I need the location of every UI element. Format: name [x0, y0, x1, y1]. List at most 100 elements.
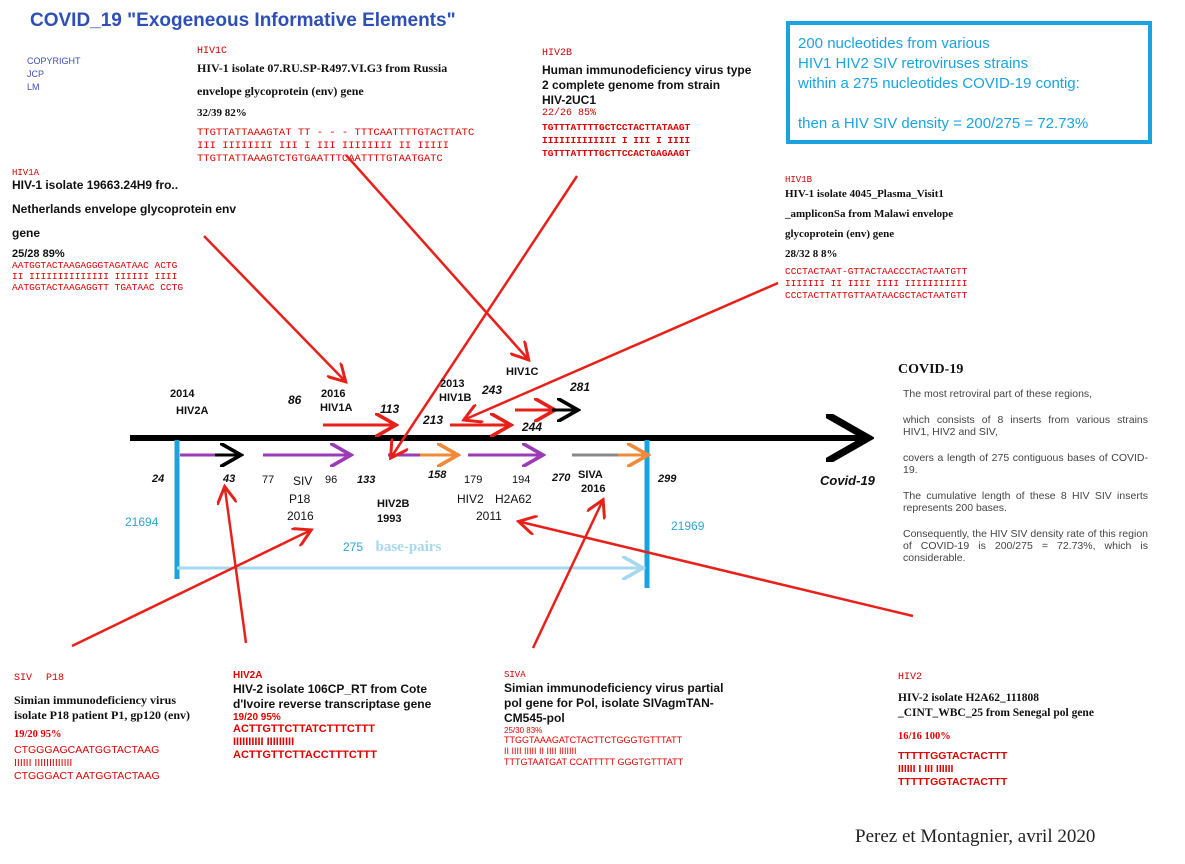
- sequence-line: TTGTTATTAAAGTCTGTGAATTTCAATTTTGTAATGATC: [197, 153, 443, 165]
- position-number: 24: [152, 473, 165, 485]
- label-year: 2016: [581, 483, 606, 495]
- entry-tag: HIV1A: [12, 168, 40, 178]
- info-line: within a 275 nucleotides COVID-19 contig…: [798, 75, 1080, 92]
- entry-desc: _CINT_WBC_25 from Senegal pol gene: [898, 707, 1094, 719]
- label-strain: HIV1A: [320, 402, 353, 414]
- sequence-line: IIIIIIIIII IIIIIIIII: [233, 736, 295, 748]
- label-isolate: P18: [289, 492, 311, 506]
- covid-paragraph: which consists of 8 inserts from various…: [903, 414, 1148, 438]
- sequence-line: CTGGGACT AATGGTACTAAG: [14, 770, 160, 782]
- entry-desc: CM545-pol: [504, 711, 565, 725]
- entry-tag: HIV2: [898, 672, 923, 683]
- entry-hiv2: HIV2 HIV-2 isolate H2A62_111808 _CINT_WB…: [898, 672, 1094, 789]
- position-number: 244: [522, 420, 543, 434]
- sequence-line: CCCTACTTATTGTTAATAACGCTACTAATGTT: [785, 290, 968, 301]
- genome-label: Covid-19: [820, 473, 875, 488]
- label-strain: HIV2B: [377, 498, 410, 510]
- covid-paragraph: The most retroviral part of these region…: [903, 388, 1093, 400]
- density-info-box: 200 nucleotides from various HIV1 HIV2 S…: [786, 21, 1152, 144]
- label-year: 2016: [287, 509, 314, 523]
- entry-desc: _ampliconSa from Malawi envelope: [785, 208, 954, 220]
- entry-desc: HIV-1 isolate 19663.24H9 fro..: [12, 178, 179, 192]
- info-line: then a HIV SIV density = 200/275 = 72.73…: [798, 115, 1089, 132]
- entry-hiv1b: HIV1B HIV-1 isolate 4045_Plasma_Visit1 _…: [785, 175, 967, 302]
- sequence-line: AATGGTACTAAGAGGTT TGATAAC CCTG: [12, 282, 184, 293]
- entry-score: 16/16 100%: [898, 731, 951, 742]
- sequence-line: II IIII IIIII II IIII IIIIIII: [504, 746, 577, 756]
- position-number: 43: [223, 473, 236, 485]
- entry-tag: HIV2A: [233, 670, 263, 681]
- label-strain: HIV2A: [176, 405, 209, 417]
- genome-position-end: 21969: [671, 519, 705, 533]
- entry-desc: HIV-2UC1: [542, 93, 597, 107]
- covid-heading: COVID-19: [898, 362, 964, 377]
- sequence-line: AATGGTACTAAGAGGGTAGATAAC ACTG: [12, 260, 178, 271]
- entry-desc: 2 complete genome from strain: [542, 78, 721, 92]
- entry-hiv1a: HIV1A HIV-1 isolate 19663.24H9 fro.. Net…: [12, 168, 236, 293]
- entry-score: 28/32 8 8%: [785, 248, 838, 260]
- copyright-line: LM: [27, 82, 40, 92]
- entry-desc: HIV-1 isolate 4045_Plasma_Visit1: [785, 188, 944, 200]
- label-strain: HIV1B: [439, 392, 472, 404]
- entry-tag: P18: [46, 673, 65, 684]
- sequence-line: TTGGTAAAGATCTACTTCTGGGTGTTTATT: [504, 735, 683, 745]
- label-year: 2014: [170, 388, 195, 400]
- label-strain: HIV2: [457, 492, 484, 506]
- position-number: 113: [380, 402, 400, 416]
- entry-desc: envelope glycoprotein (env) gene: [197, 84, 364, 98]
- sequence-line: III IIIIIIII III I III IIIIIIII II IIIII: [197, 140, 450, 152]
- entry-hiv2b: HIV2B Human immunodeficiency virus type …: [542, 48, 751, 160]
- covid-paragraph: Consequently, the HIV SIV density rate o…: [903, 528, 1148, 564]
- sequence-line: TTTGTAATGAT CCATTTTT GGGTGTTTATT: [504, 757, 684, 767]
- pointer-arrow-siva: [531, 502, 602, 649]
- sequence-line: CCCTACTAAT-GTTACTAACCCTACTAATGTT: [785, 266, 968, 277]
- label-isolate: H2A62: [495, 492, 532, 506]
- position-number: 133: [357, 474, 376, 486]
- entry-desc: pol gene for Pol, isolate SIVagmTAN-: [504, 696, 714, 710]
- pointer-arrow-hiv1c: [345, 154, 527, 358]
- entry-desc: HIV-2 isolate 106CP_RT from Cote: [233, 682, 428, 696]
- covid-paragraph: The cumulative length of these 8 HIV SIV…: [903, 490, 1148, 514]
- pointer-arrow-siv: [71, 531, 309, 648]
- entry-desc: HIV-2 isolate H2A62_111808: [898, 692, 1039, 704]
- entry-tag: SIVA: [504, 670, 526, 680]
- label-year: 2013: [440, 378, 465, 390]
- entry-desc: Netherlands envelope glycoprotein env: [12, 202, 237, 216]
- footer-citation: Perez et Montagnier, avril 2020: [855, 826, 1096, 847]
- sequence-line: ACTTGTTCTTATCTTTCTTT: [233, 723, 375, 735]
- pointer-arrow-hiv1a: [203, 235, 344, 380]
- label-strain: SIV: [293, 474, 313, 488]
- pointer-arrow-hiv2a: [225, 489, 248, 644]
- info-line: HIV1 HIV2 SIV retroviruses strains: [798, 55, 1029, 72]
- label-year: 1993: [377, 513, 402, 525]
- entry-desc: HIV-1 isolate 07.RU.SP-R497.VI.G3 from R…: [197, 61, 448, 75]
- entry-siva: SIVA Simian immunodeficiency virus parti…: [504, 670, 723, 768]
- entry-desc: Simian immunodeficiency virus: [14, 693, 177, 707]
- sequence-line: IIIIII IIIIIIIIIIIII: [14, 757, 73, 769]
- entry-score: 25/28 89%: [12, 248, 65, 260]
- sequence-line: TGTTTATTTTGCTTCCACTGAGAAGT: [542, 148, 691, 159]
- copyright-block: COPYRIGHT JCP LM: [27, 55, 81, 94]
- genome-position-start: 21694: [125, 515, 159, 529]
- label-year: 2016: [321, 388, 346, 400]
- entry-desc: Simian immunodeficiency virus partial: [504, 681, 724, 695]
- entry-score: 22/26 85%: [542, 108, 597, 119]
- entry-score: 32/39 82%: [197, 107, 247, 119]
- position-number: 270: [552, 472, 571, 484]
- sequence-line: TGTTTATTTTGCTCCTACTTATAAGT: [542, 122, 691, 133]
- entry-tag: HIV2B: [542, 48, 573, 59]
- sequence-line: CTGGGAGCAATGGTACTAAG: [14, 744, 160, 756]
- base-pair-count: 275: [343, 540, 364, 554]
- entry-hiv2a: HIV2A HIV-2 isolate 106CP_RT from Cote d…: [233, 670, 431, 762]
- label-strain: SIVA: [578, 469, 603, 481]
- position-number: 243: [482, 383, 503, 397]
- position-number: 194: [512, 474, 531, 486]
- entry-hiv1c: HIV1C HIV-1 isolate 07.RU.SP-R497.VI.G3 …: [197, 46, 474, 166]
- pointer-arrow-hiv2b: [392, 175, 579, 456]
- base-pair-label: 275 base-pairs: [343, 538, 441, 556]
- sequence-line: IIIIIIIIIIIII I III I IIII: [542, 135, 691, 146]
- page-title: COVID_19 "Exogeneous Informative Element…: [30, 10, 456, 31]
- entry-tag: HIV1B: [785, 175, 813, 185]
- sequence-line: IIIIIII II IIII IIII IIIIIIIIIII: [785, 278, 968, 289]
